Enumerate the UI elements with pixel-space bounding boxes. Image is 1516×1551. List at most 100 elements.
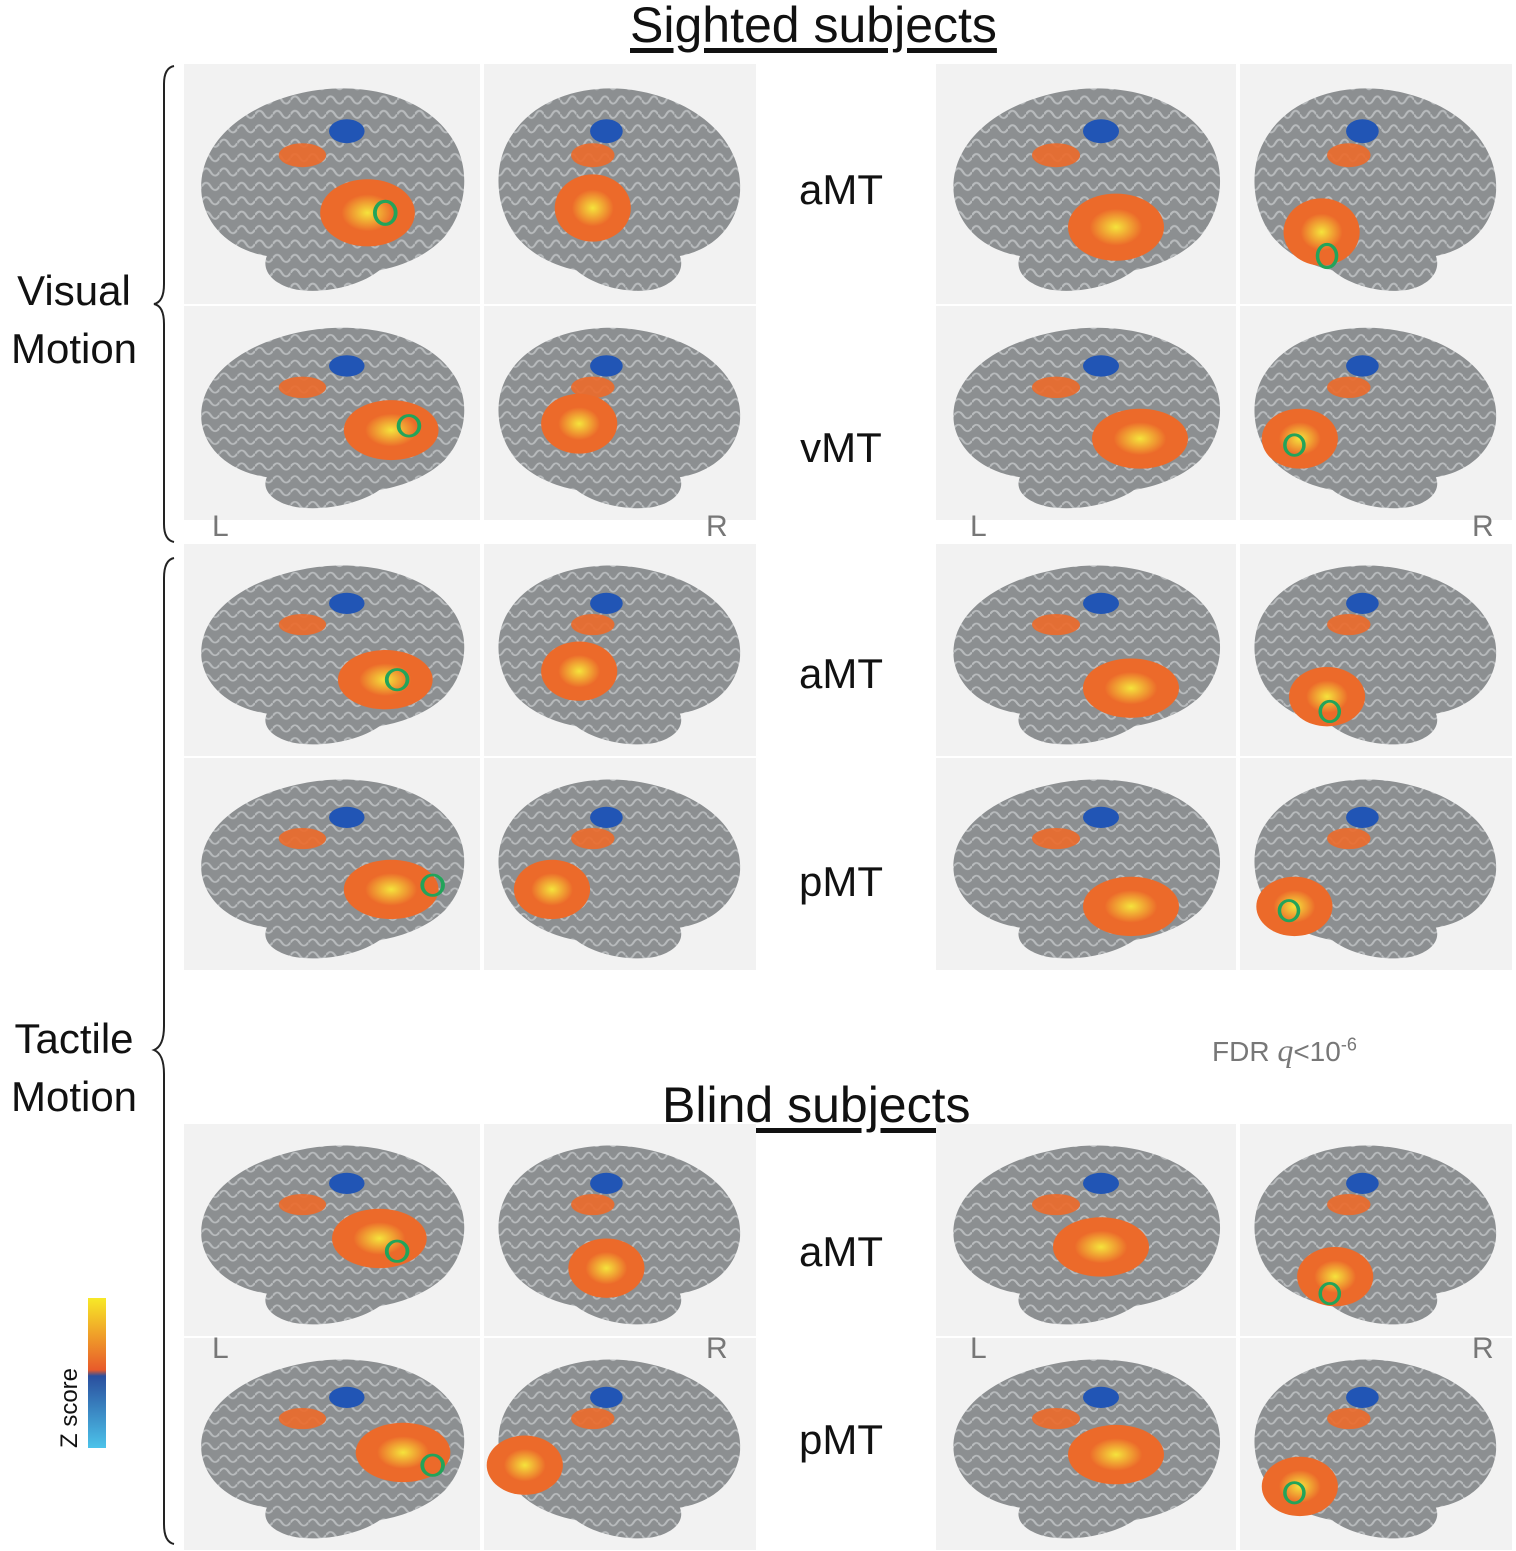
- roi-circle-marker: [1283, 1481, 1306, 1505]
- positive-activation-blob: [320, 179, 415, 247]
- positive-activation-blob: [1327, 143, 1371, 168]
- positive-activation-blob: [1288, 666, 1366, 727]
- positive-activation-blob: [1032, 376, 1080, 399]
- brain-surface-panel: [936, 1124, 1236, 1336]
- cortical-surface: [201, 327, 465, 509]
- positive-activation-blob: [571, 613, 615, 636]
- brain-surface-panel: [1240, 758, 1512, 970]
- positive-activation-blob: [541, 641, 618, 701]
- negative-activation-blob: [1346, 355, 1379, 377]
- positive-activation-blob: [332, 1208, 427, 1269]
- positive-activation-blob: [1327, 376, 1371, 399]
- positive-activation-blob: [513, 859, 591, 920]
- brain-surface-panel: [184, 306, 480, 520]
- negative-activation-blob: [329, 119, 365, 144]
- hemisphere-right-label: R: [706, 510, 728, 543]
- brain-surface-panel: [1240, 306, 1512, 520]
- positive-activation-blob: [278, 827, 327, 850]
- brain-surface-panel: [936, 758, 1236, 970]
- roi-circle-marker: [1318, 1282, 1342, 1306]
- row-label-visual-motion: Visual Motion: [0, 262, 148, 378]
- brain-surface-panel: [184, 758, 480, 970]
- positive-activation-blob: [1083, 876, 1179, 937]
- roi-circle-marker: [384, 668, 410, 692]
- row-label-visual-line2: Motion: [10, 325, 138, 372]
- roi-label-sighted-visual-amt: aMT: [799, 166, 883, 213]
- brain-surface-panel: [1240, 544, 1512, 756]
- roi-circle-marker: [1318, 699, 1342, 724]
- positive-activation-blob: [571, 827, 615, 850]
- negative-activation-blob: [1346, 1386, 1379, 1408]
- positive-activation-blob: [278, 1407, 327, 1430]
- cortical-surface: [201, 88, 465, 291]
- cortical-surface: [953, 565, 1221, 745]
- brain-surface-panel: [484, 306, 756, 520]
- positive-activation-blob: [343, 400, 439, 461]
- brain-surface-panel: [484, 1338, 756, 1550]
- positive-activation-blob: [1032, 143, 1080, 168]
- cortical-surface: [498, 1359, 741, 1539]
- roi-circle-marker: [396, 414, 422, 438]
- cortical-surface: [953, 88, 1221, 291]
- roi-circle-marker: [384, 1239, 410, 1263]
- negative-activation-blob: [590, 355, 623, 377]
- positive-activation-blob: [1032, 1193, 1080, 1216]
- negative-activation-blob: [1083, 119, 1119, 144]
- brain-surface-panel: [1240, 1338, 1512, 1550]
- roi-label-sighted-tactile-amt: aMT: [799, 650, 883, 697]
- roi-circle-marker: [372, 199, 398, 226]
- brain-surface-panel: [1240, 1124, 1512, 1336]
- negative-activation-blob: [1346, 806, 1379, 828]
- positive-activation-blob: [1297, 1246, 1374, 1307]
- cortical-surface: [1254, 1145, 1497, 1325]
- threshold-annotation: FDR q<10-6: [1212, 1032, 1357, 1069]
- roi-label-sighted-tactile-pmt: pMT: [799, 858, 883, 905]
- cortical-surface: [498, 327, 741, 509]
- brain-surface-panel: [484, 758, 756, 970]
- roi-circle-marker: [1315, 242, 1339, 270]
- threshold-q: q: [1277, 1032, 1294, 1068]
- cortical-surface: [953, 779, 1221, 959]
- row-label-tactile-line2: Motion: [10, 1073, 138, 1120]
- positive-activation-blob: [278, 613, 327, 636]
- positive-activation-blob: [486, 1435, 563, 1495]
- positive-activation-blob: [1032, 613, 1080, 636]
- cortical-surface: [498, 1145, 741, 1325]
- roi-circle-marker: [420, 873, 445, 897]
- negative-activation-blob: [329, 806, 365, 828]
- brain-surface-panel: [936, 1338, 1236, 1550]
- positive-activation-blob: [1053, 1217, 1149, 1277]
- threshold-exponent: -6: [1340, 1034, 1357, 1055]
- hemisphere-right-label: R: [1472, 1332, 1494, 1365]
- brain-surface-panel: [936, 544, 1236, 756]
- brain-surface-panel: [184, 1124, 480, 1336]
- positive-activation-blob: [571, 1193, 615, 1216]
- hemisphere-right-label: R: [706, 1332, 728, 1365]
- negative-activation-blob: [1346, 1172, 1379, 1194]
- positive-activation-blob: [1068, 1424, 1164, 1485]
- positive-activation-blob: [1256, 876, 1333, 937]
- negative-activation-blob: [590, 119, 623, 144]
- negative-activation-blob: [1083, 592, 1119, 614]
- positive-activation-blob: [1032, 827, 1080, 850]
- negative-activation-blob: [1083, 806, 1119, 828]
- row-label-visual-line1: Visual: [17, 267, 131, 314]
- negative-activation-blob: [590, 592, 623, 614]
- z-score-colorbar: [88, 1298, 106, 1448]
- hemisphere-left-label: L: [970, 1332, 987, 1365]
- roi-label-blind-tactile-amt: aMT: [799, 1228, 883, 1275]
- brain-surface-panel: [484, 64, 756, 304]
- positive-activation-blob: [571, 1407, 615, 1430]
- positive-activation-blob: [278, 376, 327, 399]
- positive-activation-blob: [1327, 1193, 1371, 1216]
- positive-activation-blob: [541, 393, 618, 454]
- brain-surface-panel: [936, 64, 1236, 304]
- roi-circle-marker: [1277, 899, 1301, 923]
- positive-activation-blob: [355, 1422, 451, 1483]
- negative-activation-blob: [329, 1386, 365, 1408]
- cortical-surface: [498, 565, 741, 745]
- negative-activation-blob: [590, 1386, 623, 1408]
- negative-activation-blob: [1346, 119, 1379, 144]
- positive-activation-blob: [343, 859, 439, 920]
- threshold-prefix: FDR: [1212, 1036, 1270, 1067]
